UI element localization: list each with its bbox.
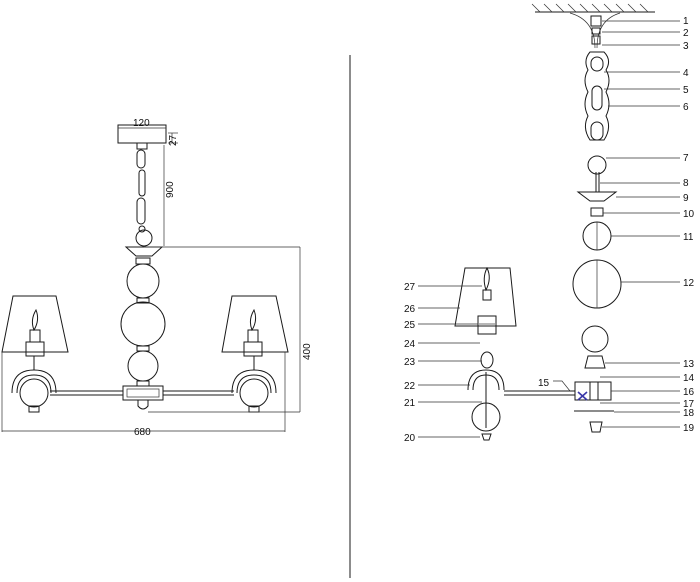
part-labels-right: 1 2 3 4 5 6 7 8 9 10 11 12 13 14 15 16 1… [538,16,695,434]
part-14: 14 [683,373,695,384]
part-8: 8 [683,178,689,189]
dim-chain-length: 900 [165,181,176,198]
part-13: 13 [683,359,695,370]
part-1: 1 [683,16,689,27]
part-11: 11 [683,232,694,243]
dim-height: 400 [302,343,313,360]
part-2: 2 [683,28,689,39]
part-19: 19 [683,423,695,434]
sphere-main [120,301,166,347]
part-labels-left: 20 21 22 23 24 25 26 27 [404,282,482,444]
chain-cover [584,51,610,141]
part-4: 4 [683,68,689,79]
part-7: 7 [683,153,689,164]
part-9: 9 [683,193,689,204]
part-21: 21 [404,398,416,409]
part-23: 23 [404,357,416,368]
assembled-view: 120 27 900 [1,118,313,438]
exploded-view [454,3,655,441]
dim-canopy-width: 120 [133,118,150,129]
sphere-lower [127,350,159,382]
part-18: 18 [683,408,695,419]
center-hub [122,385,164,401]
part-16: 16 [683,387,695,398]
part-6: 6 [683,102,689,113]
sphere-upper [126,263,160,299]
part-15: 15 [538,378,550,389]
part-20: 20 [404,433,416,444]
dim-canopy-height: 27 [168,134,179,146]
part-10: 10 [683,209,695,220]
dim-width: 680 [134,427,151,438]
part-24: 24 [404,339,416,350]
shade-right [221,295,289,353]
part-22: 22 [404,381,416,392]
part-26: 26 [404,304,416,315]
part-12: 12 [683,278,695,289]
shade-left [1,295,69,353]
chain [135,149,153,247]
part-25: 25 [404,320,416,331]
part-3: 3 [683,41,689,52]
part-17: 17 [683,399,695,410]
part-5: 5 [683,85,689,96]
part-27: 27 [404,282,416,293]
